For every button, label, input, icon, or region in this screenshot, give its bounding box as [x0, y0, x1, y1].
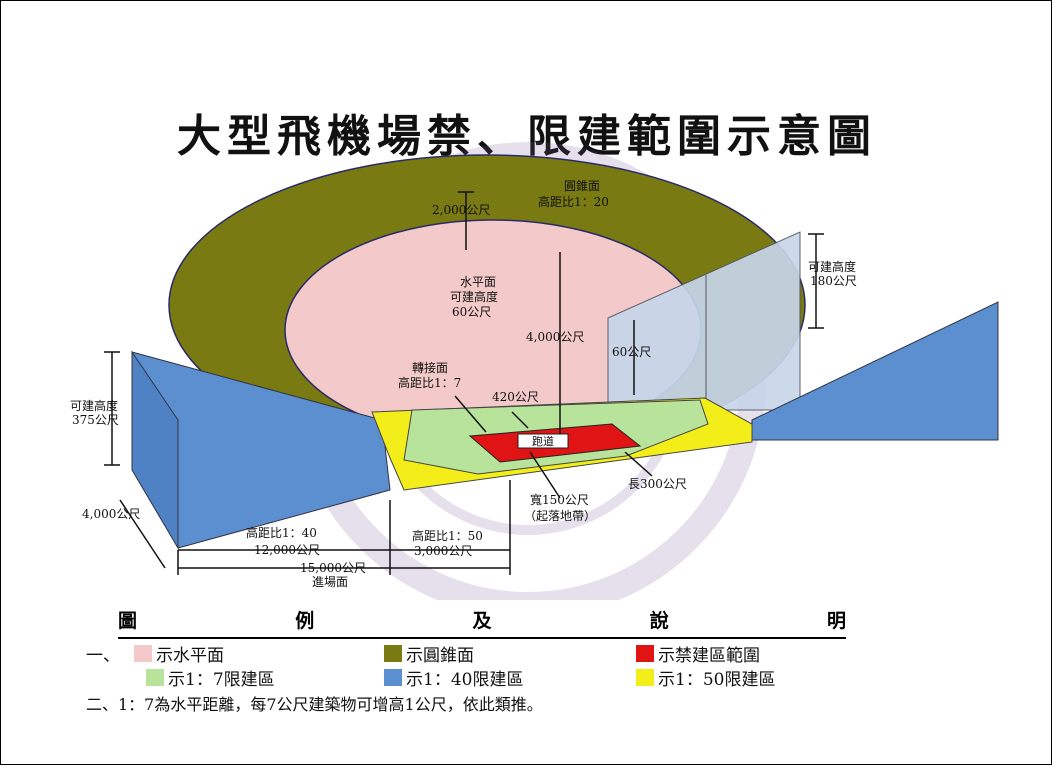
dist-15000: 15,000公尺 [300, 561, 366, 575]
swatch-1-40 [384, 669, 402, 686]
legend-header-char: 圖 [118, 610, 138, 632]
legend-header-char: 說 [649, 610, 669, 632]
ratio-1-50: 高距比1：50 [412, 528, 483, 543]
horizontal-label-3: 60公尺 [452, 305, 491, 319]
dist-3000: 3,000公尺 [414, 544, 472, 558]
swatch-1-7 [146, 669, 164, 686]
legend-label-1-7: 示1：7限建區 [168, 670, 275, 690]
swatch-prohibited [636, 645, 654, 662]
legend-note: 二、1：7為水平距離，每7公尺建築物可增高1公尺，依此類推。 [86, 695, 543, 714]
dist-12000: 12,000公尺 [254, 543, 320, 557]
legend-header-char: 明 [826, 610, 846, 632]
left-height-2: 375公尺 [72, 413, 119, 427]
right-height-2: 180公尺 [810, 274, 857, 288]
legend-header: 圖 例 及 說 明 [118, 606, 846, 639]
conical-ratio: 高距比1：20 [538, 194, 609, 209]
legend-item-1-40: 示1：40限建區 [384, 665, 523, 690]
strip-width-1: 寬150公尺 [530, 492, 589, 507]
legend-prefix: 一、 [86, 646, 120, 666]
legend-item-horizontal: 一、 示水平面 [86, 641, 224, 666]
legend-label-prohibited: 示禁建區範圍 [658, 646, 760, 666]
page-title: 大型飛機場禁、限建範圍示意圖 [177, 111, 877, 162]
swatch-conical [384, 645, 402, 662]
horizontal-label-2: 可建高度 [450, 289, 498, 304]
runway [517, 433, 569, 449]
transition-label-1: 轉接面 [412, 360, 448, 375]
swatch-1-50 [636, 669, 654, 686]
conical-width: 2,000公尺 [432, 203, 490, 217]
legend-item-prohibited: 示禁建區範圍 [636, 641, 760, 666]
legend-label-1-50: 示1：50限建區 [658, 670, 776, 690]
legend-label-conical: 示圓錐面 [406, 646, 474, 666]
legend-header-char: 例 [295, 610, 315, 632]
legend-item-1-50: 示1：50限建區 [636, 665, 775, 690]
legend-label-1-40: 示1：40限建區 [406, 670, 524, 690]
left-approach-front [131, 350, 179, 550]
left-height-1: 可建高度 [70, 398, 118, 413]
strip-width-2: （起落地帶） [524, 509, 596, 523]
legend-header-char: 及 [472, 610, 492, 632]
left-width: 4,000公尺 [82, 507, 140, 521]
ratio-1-40: 高距比1：40 [246, 525, 317, 540]
swatch-horizontal [134, 645, 152, 662]
transition-label-2: 高距比1：7 [398, 375, 461, 390]
transition-width: 420公尺 [492, 390, 539, 404]
airport-zoning-diagram: 跑道 圓錐面 高距比1：20 2,000公尺 水平面 可建高度 60公尺 可建高… [70, 142, 999, 600]
legend-label-horizontal: 示水平面 [156, 646, 224, 666]
horizontal-label-1: 水平面 [460, 275, 496, 289]
radius-label: 4,000公尺 [526, 330, 584, 344]
conical-title: 圓錐面 [564, 178, 600, 193]
runway-label: 跑道 [532, 434, 554, 448]
right-height-1: 可建高度 [808, 259, 856, 274]
runway-length: 長300公尺 [628, 477, 687, 491]
legend-item-conical: 示圓錐面 [384, 641, 474, 666]
legend-item-1-7: 示1：7限建區 [146, 665, 275, 690]
approach-label: 進場面 [312, 575, 348, 589]
height-60-label: 60公尺 [612, 345, 651, 359]
